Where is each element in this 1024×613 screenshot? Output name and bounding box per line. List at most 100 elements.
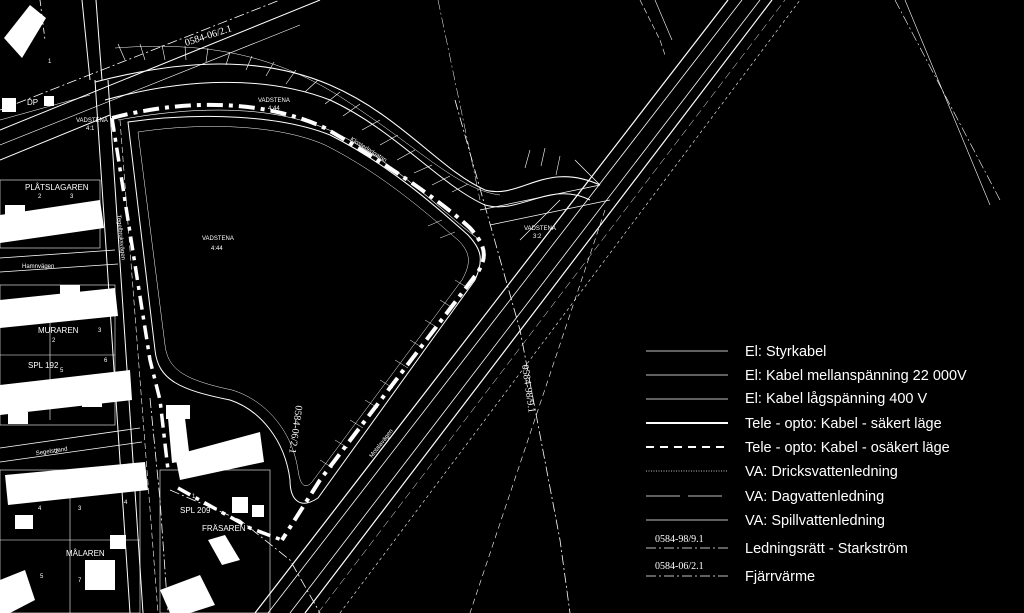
legend: El: Styrkabel El: Kabel mellanspänning 2… bbox=[646, 344, 967, 585]
property-label: VADSTENA bbox=[524, 226, 556, 232]
legend-item-dagvatten: VA: Dagvattenledning bbox=[646, 489, 884, 505]
rights-line-high-voltage bbox=[454, 99, 571, 613]
road-segelstrand bbox=[0, 427, 143, 463]
hatch-north bbox=[117, 43, 561, 193]
rights-label-district-heating: 0584-06/2.1 bbox=[286, 405, 304, 455]
street-label-klosterledgatan: Klosterledgatan bbox=[349, 137, 388, 164]
building bbox=[110, 535, 126, 549]
legend-item-tele-osakert: Tele - opto: Kabel - osäkert läge bbox=[646, 440, 950, 456]
street-label-tegelbruksvagen: Tegelbruksvägen bbox=[115, 215, 126, 261]
road-northwest bbox=[0, 0, 321, 161]
lot-number: 4 bbox=[124, 500, 128, 506]
legend-item-dricksvatten: VA: Dricksvattenledning bbox=[646, 464, 898, 480]
legend-item-tele-sakert: Tele - opto: Kabel - säkert läge bbox=[646, 416, 942, 432]
parcel-vadstena-444-inner bbox=[137, 126, 469, 486]
lot-number: 5 bbox=[40, 574, 44, 580]
legend-label: VA: Spillvattenledning bbox=[745, 513, 885, 529]
rights-label-high-voltage: 0584-98/9.1 bbox=[519, 364, 537, 414]
property-number: 4:1 bbox=[86, 126, 95, 132]
legend-item-lagspanning: El: Kabel lågspänning 400 V bbox=[646, 391, 928, 407]
legend-label: Tele - opto: Kabel - säkert läge bbox=[745, 416, 942, 432]
telecom-cable-south bbox=[177, 486, 283, 542]
building bbox=[44, 96, 54, 106]
building bbox=[252, 505, 264, 517]
building bbox=[15, 515, 33, 529]
lot-number: 6 bbox=[104, 358, 108, 364]
legend-label: El: Styrkabel bbox=[745, 344, 826, 360]
telecom-cable-west bbox=[110, 117, 170, 471]
property-number: 4:44 bbox=[268, 106, 280, 112]
building bbox=[160, 575, 215, 613]
building bbox=[4, 5, 46, 58]
legend-item-fjarrvarme: 0584-06/2.1 Fjärrvärme bbox=[646, 561, 815, 585]
legend-item-ledningsratt: 0584-98/9.1 Ledningsrätt - Starkström bbox=[646, 534, 908, 557]
legend-label: Fjärrvärme bbox=[745, 569, 815, 585]
district-heating-line-4 bbox=[39, 0, 46, 41]
building bbox=[232, 497, 248, 513]
block-label-platslagaren: PLÅTSLAGAREN bbox=[25, 183, 89, 192]
street-label-hamnvagen: Hamnvägen bbox=[22, 264, 54, 270]
dashed-vertical-center bbox=[437, 0, 481, 201]
legend-label: El: Kabel mellanspänning 22 000V bbox=[745, 368, 967, 384]
legend-label: Ledningsrätt - Starkström bbox=[745, 541, 908, 557]
lot-number: 4 bbox=[38, 506, 42, 512]
label-dp: DP bbox=[27, 98, 38, 107]
block-label-muraren: MURAREN bbox=[38, 326, 79, 335]
property-number: 3:2 bbox=[533, 234, 542, 240]
legend-label: Tele - opto: Kabel - osäkert läge bbox=[745, 440, 950, 456]
building bbox=[60, 285, 80, 297]
lot-number: 1 bbox=[192, 494, 196, 500]
legend-label: VA: Dricksvattenledning bbox=[745, 464, 898, 480]
property-label: VADSTENA bbox=[202, 236, 234, 242]
building bbox=[5, 205, 25, 217]
building bbox=[0, 200, 104, 243]
map-linework bbox=[0, 0, 1001, 613]
building bbox=[85, 560, 115, 590]
building bbox=[175, 432, 264, 480]
lot-number: 3 bbox=[98, 328, 102, 334]
dashed-diagonal-southeast bbox=[469, 209, 606, 613]
buildings bbox=[0, 5, 264, 613]
district-heating-line-3 bbox=[149, 397, 169, 613]
block-label-malaren: MÅLAREN bbox=[66, 549, 105, 558]
district-heating-line-1 bbox=[0, 0, 281, 111]
block-label-spl209: SPL 209 bbox=[180, 506, 211, 515]
building bbox=[8, 412, 28, 424]
telecom-cable-uncertain bbox=[111, 102, 486, 542]
building bbox=[168, 418, 190, 463]
lot-number: 1 bbox=[48, 59, 52, 65]
lot-number: 2 bbox=[38, 194, 42, 200]
road-klosterledgatan bbox=[94, 46, 601, 241]
lot-number: 3 bbox=[78, 506, 82, 512]
legend-item-styrkabel: El: Styrkabel bbox=[646, 344, 826, 360]
lot-number: 2 bbox=[52, 338, 56, 344]
intersection-east bbox=[479, 159, 611, 241]
legend-code: 0584-06/2.1 bbox=[655, 561, 704, 572]
parcel-east-top bbox=[639, 0, 666, 56]
lot-number: 2 bbox=[55, 449, 59, 455]
lot-number: 3 bbox=[70, 194, 74, 200]
building bbox=[82, 395, 102, 407]
legend-code: 0584-98/9.1 bbox=[655, 534, 704, 545]
building bbox=[0, 370, 132, 415]
building bbox=[2, 98, 16, 112]
legend-label: El: Kabel lågspänning 400 V bbox=[745, 391, 928, 407]
property-label: VADSTENA bbox=[76, 118, 108, 124]
parcel-east-top-2 bbox=[654, 0, 673, 41]
legend-label: VA: Dagvattenledning bbox=[745, 489, 884, 505]
road-tegelbruksvagen bbox=[81, 0, 159, 613]
building bbox=[0, 570, 35, 613]
lot-number: 7 bbox=[78, 578, 82, 584]
property-number: 4:44 bbox=[211, 246, 223, 252]
hatch-triangle-east bbox=[319, 219, 469, 469]
building bbox=[208, 535, 240, 565]
block-label-spl192: SPL 192 bbox=[28, 361, 59, 370]
building bbox=[166, 405, 190, 419]
lot-number: 5 bbox=[60, 368, 64, 374]
legend-item-spillvatten: VA: Spillvattenledning bbox=[646, 513, 885, 529]
building bbox=[0, 288, 118, 328]
street-label-segelstrand: Segelstrand bbox=[35, 447, 68, 457]
road-hamnvagen bbox=[0, 249, 119, 273]
legend-item-mellanspanning: El: Kabel mellanspänning 22 000V bbox=[646, 368, 967, 384]
building bbox=[5, 462, 148, 505]
